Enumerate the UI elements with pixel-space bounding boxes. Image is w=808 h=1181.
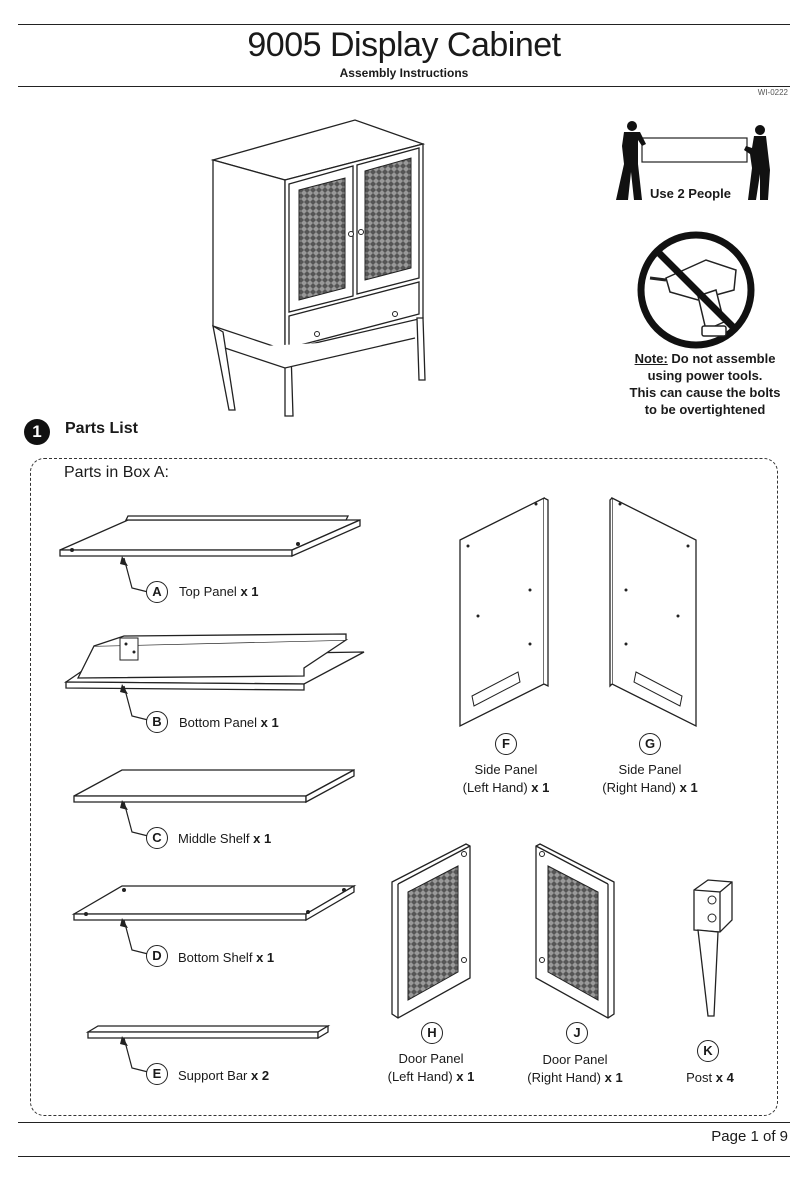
part-f-label: Side Panel (Left Hand) x 1 xyxy=(436,761,576,797)
part-f-name-line1: Side Panel xyxy=(474,762,538,777)
part-f-name-line2: (Left Hand) xyxy=(462,780,528,795)
part-d-name: Bottom Shelf xyxy=(178,950,253,965)
part-c-name: Middle Shelf xyxy=(178,831,250,846)
part-h-illustration xyxy=(391,843,471,1019)
footer-top-rule xyxy=(18,1122,790,1123)
part-d-qty: x 1 xyxy=(256,950,275,965)
part-c-qty: x 1 xyxy=(253,831,272,846)
part-b-illustration xyxy=(63,633,365,691)
part-c-label: Middle Shelf x 1 xyxy=(178,831,271,846)
step-number-badge: 1 xyxy=(24,419,50,445)
part-f-qty: x 1 xyxy=(531,780,550,795)
part-g-letter: G xyxy=(639,733,661,755)
part-k-qty: x 4 xyxy=(715,1070,734,1085)
page-title: 9005 Display Cabinet xyxy=(247,26,561,64)
part-c-letter: C xyxy=(146,827,168,849)
part-a-label: Top Panel x 1 xyxy=(179,584,259,599)
part-h-label: Door Panel (Left Hand) x 1 xyxy=(366,1050,496,1086)
part-k-name: Post xyxy=(686,1070,713,1085)
part-d-leader xyxy=(120,918,149,955)
part-j-name-line2: (Right Hand) xyxy=(527,1070,601,1085)
part-j-letter: J xyxy=(566,1022,588,1044)
note-line-2: using power tools. xyxy=(647,368,763,383)
part-j-illustration xyxy=(535,843,615,1019)
top-rule xyxy=(18,24,790,25)
two-people-label: Use 2 People xyxy=(650,186,731,201)
footer-bottom-rule xyxy=(18,1156,790,1157)
part-e-qty: x 2 xyxy=(251,1068,270,1083)
part-a-letter: A xyxy=(146,581,168,603)
part-b-letter: B xyxy=(146,711,168,733)
part-g-illustration xyxy=(609,496,697,728)
part-d-letter: D xyxy=(146,945,168,967)
part-g-label: Side Panel (Right Hand) x 1 xyxy=(580,761,720,797)
part-e-name: Support Bar xyxy=(178,1068,248,1083)
part-b-name: Bottom Panel xyxy=(179,715,258,730)
document-id: WI-0222 xyxy=(757,88,788,97)
part-b-label: Bottom Panel x 1 xyxy=(179,715,279,730)
part-d-label: Bottom Shelf x 1 xyxy=(178,950,274,965)
section-title: Parts List xyxy=(65,420,138,437)
part-c-leader xyxy=(120,800,149,837)
part-g-qty: x 1 xyxy=(679,780,698,795)
note-line-3: This can cause the bolts xyxy=(629,385,781,400)
part-h-name-line2: (Left Hand) xyxy=(387,1069,453,1084)
part-h-name-line1: Door Panel xyxy=(398,1051,464,1066)
two-people-icon xyxy=(616,121,770,200)
no-power-tools-icon xyxy=(637,231,755,349)
parts-box xyxy=(30,458,778,1116)
part-a-name: Top Panel xyxy=(179,584,237,599)
part-d-illustration xyxy=(71,884,357,922)
part-e-illustration xyxy=(85,1024,331,1040)
part-b-leader xyxy=(120,684,149,721)
part-e-leader xyxy=(120,1036,149,1073)
part-b-qty: x 1 xyxy=(260,715,279,730)
part-f-illustration xyxy=(459,496,549,728)
part-h-qty: x 1 xyxy=(456,1069,475,1084)
part-j-name-line1: Door Panel xyxy=(542,1052,608,1067)
power-tools-note: Note: Do not assemble using power tools.… xyxy=(600,350,808,418)
part-k-letter: K xyxy=(697,1040,719,1062)
part-e-letter: E xyxy=(146,1063,168,1085)
note-label: Note: xyxy=(634,351,668,366)
part-a-illustration xyxy=(59,515,361,557)
part-h-letter: H xyxy=(421,1022,443,1044)
part-j-label: Door Panel (Right Hand) x 1 xyxy=(510,1051,640,1087)
page-number: Page 1 of 9 xyxy=(711,1128,788,1145)
parts-box-label: Parts in Box A: xyxy=(64,464,169,481)
cabinet-illustration xyxy=(210,119,426,417)
part-g-name-line1: Side Panel xyxy=(618,762,682,777)
part-a-qty: x 1 xyxy=(240,584,259,599)
part-f-letter: F xyxy=(495,733,517,755)
part-c-illustration xyxy=(73,768,355,804)
note-line-1: Do not assemble xyxy=(671,351,776,366)
header-rule xyxy=(18,86,790,87)
part-g-name-line2: (Right Hand) xyxy=(602,780,676,795)
note-line-4: to be overtightened xyxy=(644,402,766,417)
page-subtitle: Assembly Instructions xyxy=(339,66,469,80)
part-k-label: Post x 4 xyxy=(660,1069,760,1087)
part-k-illustration xyxy=(693,879,733,1017)
part-j-qty: x 1 xyxy=(604,1070,623,1085)
part-a-leader xyxy=(120,556,149,593)
part-e-label: Support Bar x 2 xyxy=(178,1068,269,1083)
